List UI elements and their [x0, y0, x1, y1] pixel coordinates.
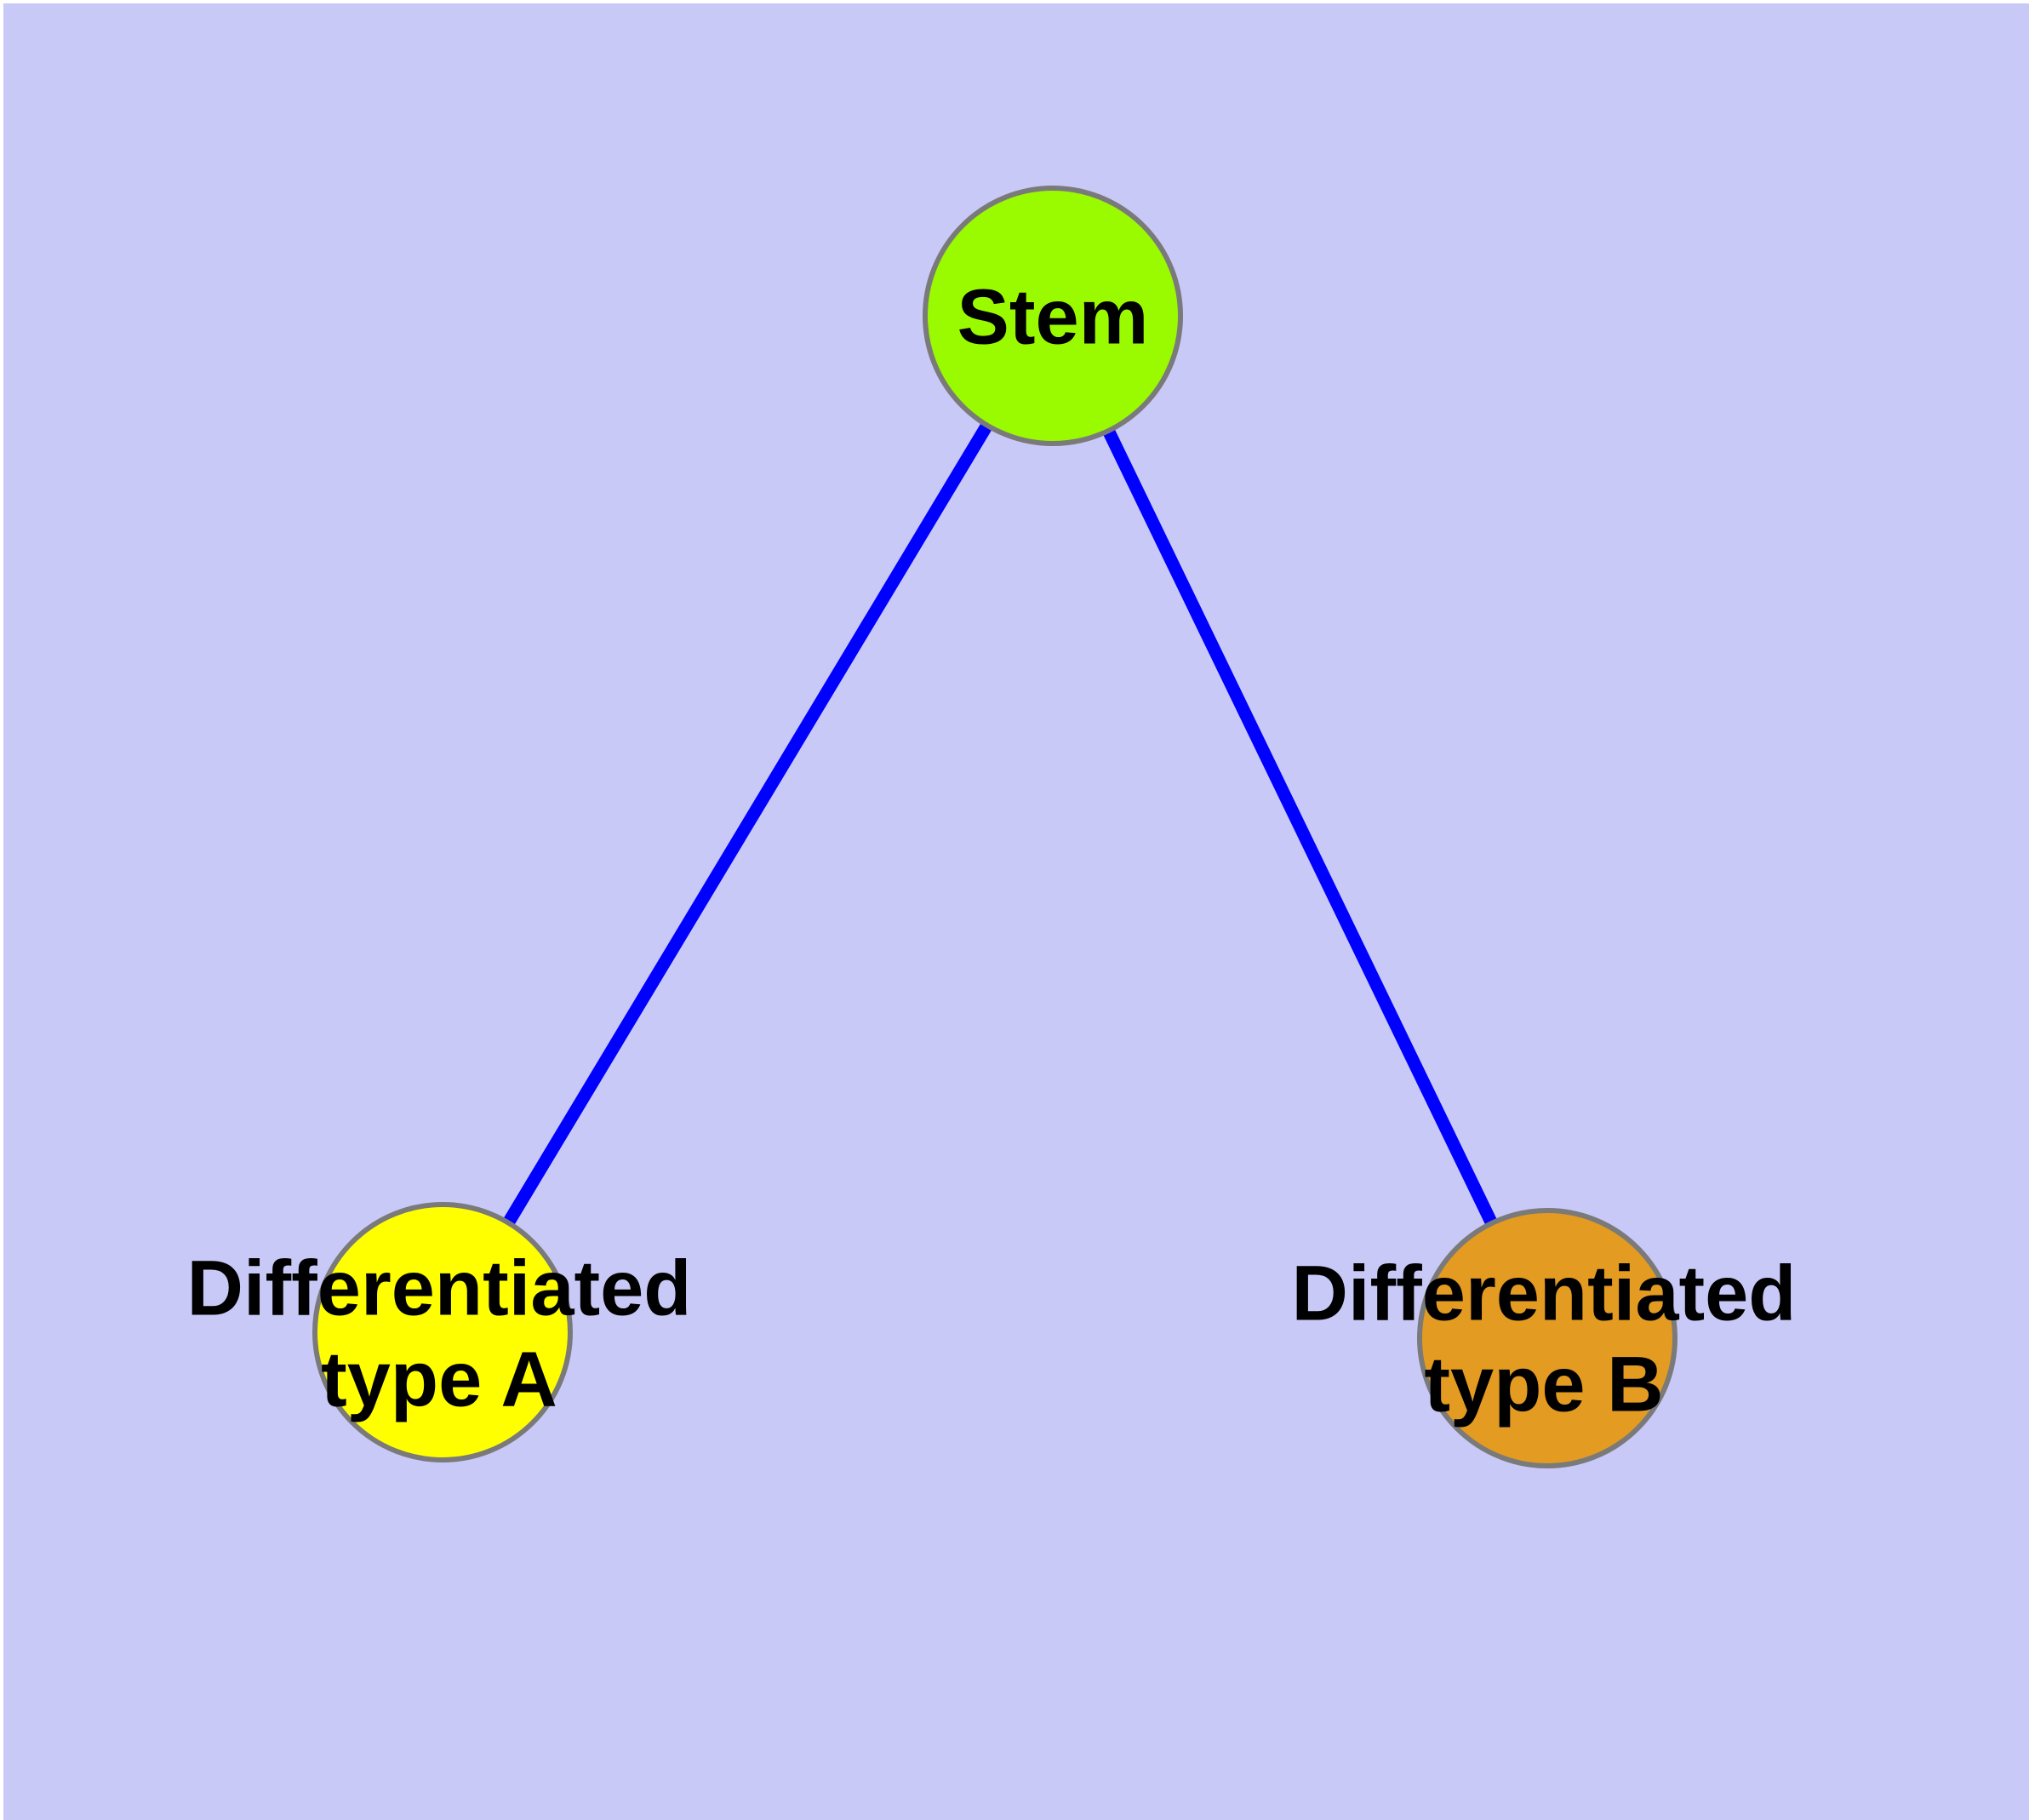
node-stem — [923, 186, 1183, 446]
node-label-differentiated-type-b: Differentiated type B — [1291, 1250, 1797, 1428]
node-differentiated-type-b — [1417, 1208, 1677, 1468]
edge-stem-to-type-a — [437, 312, 1059, 1336]
node-label-differentiated-type-a: Differentiated type A — [186, 1245, 692, 1422]
edge-stem-to-type-b — [1047, 312, 1553, 1342]
node-label-stem: Stem — [957, 273, 1149, 361]
graph-panel: Stem Differentiated type A Differentiate… — [3, 3, 2029, 1820]
node-differentiated-type-a — [312, 1202, 573, 1462]
graph-svg — [312, 186, 1677, 1468]
